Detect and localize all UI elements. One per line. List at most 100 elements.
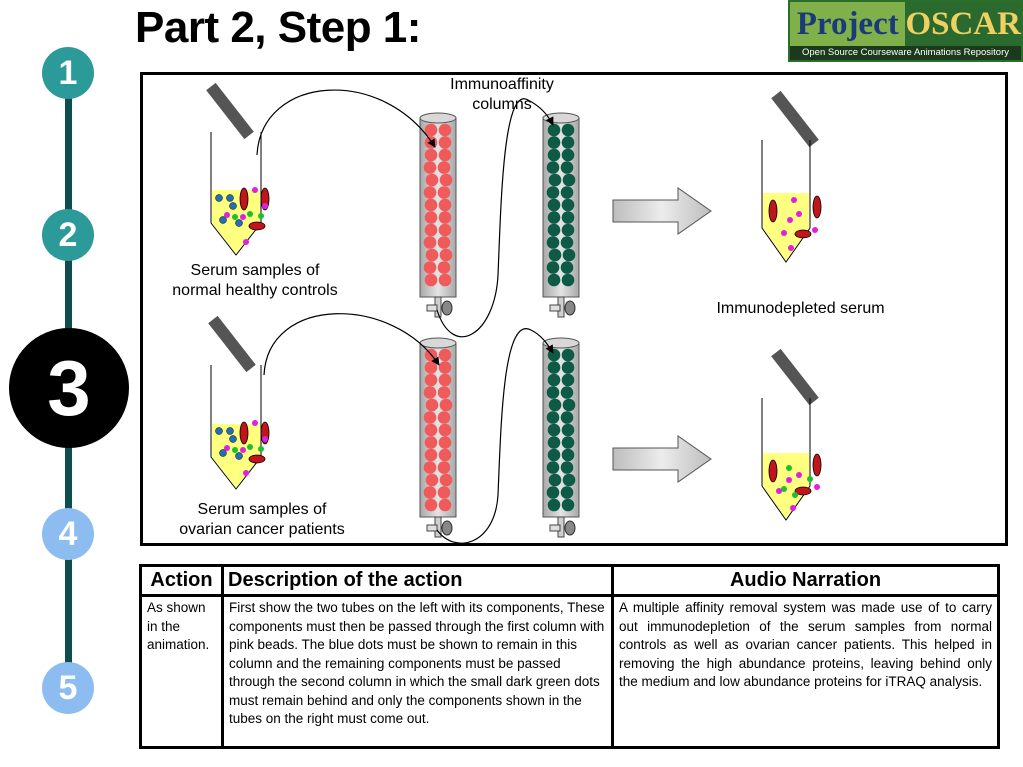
bead	[437, 486, 451, 499]
step-3-marker-active[interactable]: 3	[9, 328, 129, 448]
bead	[546, 261, 560, 274]
stopcock-handle	[441, 520, 453, 536]
bead	[546, 186, 560, 199]
bead	[547, 211, 561, 224]
bead	[548, 173, 562, 187]
bead	[547, 498, 561, 512]
bead	[423, 236, 437, 249]
bead	[424, 273, 438, 287]
stopcock-valve	[549, 524, 561, 532]
bead	[562, 248, 576, 262]
bead	[546, 236, 560, 249]
bead	[548, 473, 562, 487]
tube-outline	[761, 398, 811, 521]
bead	[560, 486, 574, 499]
bead	[561, 348, 575, 362]
pink-bead-column-top	[419, 112, 457, 318]
bead	[425, 473, 439, 487]
bead	[424, 136, 438, 149]
bead	[562, 398, 576, 412]
bead	[546, 486, 560, 499]
bead	[561, 361, 575, 374]
logo-word-project: Project	[790, 2, 906, 46]
bead	[561, 436, 575, 449]
logo-word-oscar: OSCAR	[905, 2, 1021, 46]
action-narration-table: Action Description of the action Audio N…	[139, 564, 1000, 749]
bead	[561, 211, 575, 224]
normal-controls-label: Serum samples of normal healthy controls	[172, 262, 338, 299]
header-audio-narration: Audio Narration	[611, 564, 1000, 597]
audio-narration-cell: A multiple affinity removal system was m…	[611, 594, 1000, 749]
bead	[424, 123, 438, 137]
table-header-row: Action Description of the action Audio N…	[139, 564, 1000, 597]
stopcock-valve	[426, 304, 438, 312]
bead	[562, 173, 576, 187]
step-1-marker[interactable]: 1	[42, 47, 94, 99]
green-bead-column-bottom	[542, 337, 580, 538]
bead	[438, 198, 452, 212]
immunoaffinity-columns-label: Immunoaffinity columns	[450, 76, 554, 113]
project-oscar-logo: Project OSCAR Open Source Courseware Ani…	[788, 0, 1023, 62]
bead	[547, 223, 561, 237]
bead	[438, 423, 452, 437]
bead	[425, 173, 439, 187]
bead	[547, 273, 561, 287]
header-action: Action	[139, 564, 224, 597]
bead	[438, 448, 452, 462]
tube-outline	[210, 132, 262, 256]
bead	[547, 423, 561, 437]
bead	[546, 161, 560, 174]
stopcock-handle	[564, 520, 576, 536]
bead	[561, 123, 575, 137]
bead	[438, 136, 452, 149]
bead	[562, 473, 576, 487]
bead	[561, 498, 575, 512]
stopcock-handle	[564, 300, 576, 316]
bead	[424, 148, 438, 162]
bead	[439, 173, 453, 187]
bead	[437, 386, 451, 399]
bead	[560, 411, 574, 424]
right-block-arrow-bottom	[612, 435, 712, 483]
bead	[438, 373, 452, 387]
bead	[546, 386, 560, 399]
bead	[548, 398, 562, 412]
pink-bead-column-bottom	[419, 337, 457, 538]
depleted-serum-tube-bottom	[761, 348, 822, 521]
ovarian-cancer-label: Serum samples of ovarian cancer patients	[179, 501, 345, 538]
bead	[438, 123, 452, 137]
bead	[547, 448, 561, 462]
bead	[423, 486, 437, 499]
bead	[561, 273, 575, 287]
bead	[423, 261, 437, 274]
bead	[425, 398, 439, 412]
step-5-marker[interactable]: 5	[42, 662, 94, 714]
stopcock-valve	[549, 304, 561, 312]
bead	[438, 223, 452, 237]
flow-arrow-column-to-column-bottom	[436, 328, 554, 543]
immunodepleted-serum-label: Immunodepleted serum	[716, 300, 885, 317]
step-2-marker[interactable]: 2	[42, 209, 94, 261]
bead	[437, 236, 451, 249]
bead	[425, 248, 439, 262]
bead	[561, 423, 575, 437]
bead	[424, 223, 438, 237]
bead	[560, 386, 574, 399]
immunodepletion-diagram: Immunoaffinity columns Serum samples of …	[140, 72, 1008, 546]
bead	[437, 461, 451, 474]
bead	[423, 411, 437, 424]
table-row: As shown in the animation. First show th…	[139, 594, 1000, 749]
flow-arrow-tube-to-column-bottom	[263, 313, 440, 376]
cancer-serum-tube	[208, 315, 270, 490]
bead	[438, 148, 452, 162]
bead	[547, 361, 561, 374]
bead	[424, 498, 438, 512]
column-rim	[419, 337, 457, 349]
tube-cap	[771, 348, 819, 406]
flow-arrow-column-to-column-top	[436, 98, 554, 338]
bead	[424, 373, 438, 387]
step-4-marker[interactable]: 4	[42, 508, 94, 560]
bead	[547, 148, 561, 162]
bead	[439, 473, 453, 487]
bead	[438, 361, 452, 374]
